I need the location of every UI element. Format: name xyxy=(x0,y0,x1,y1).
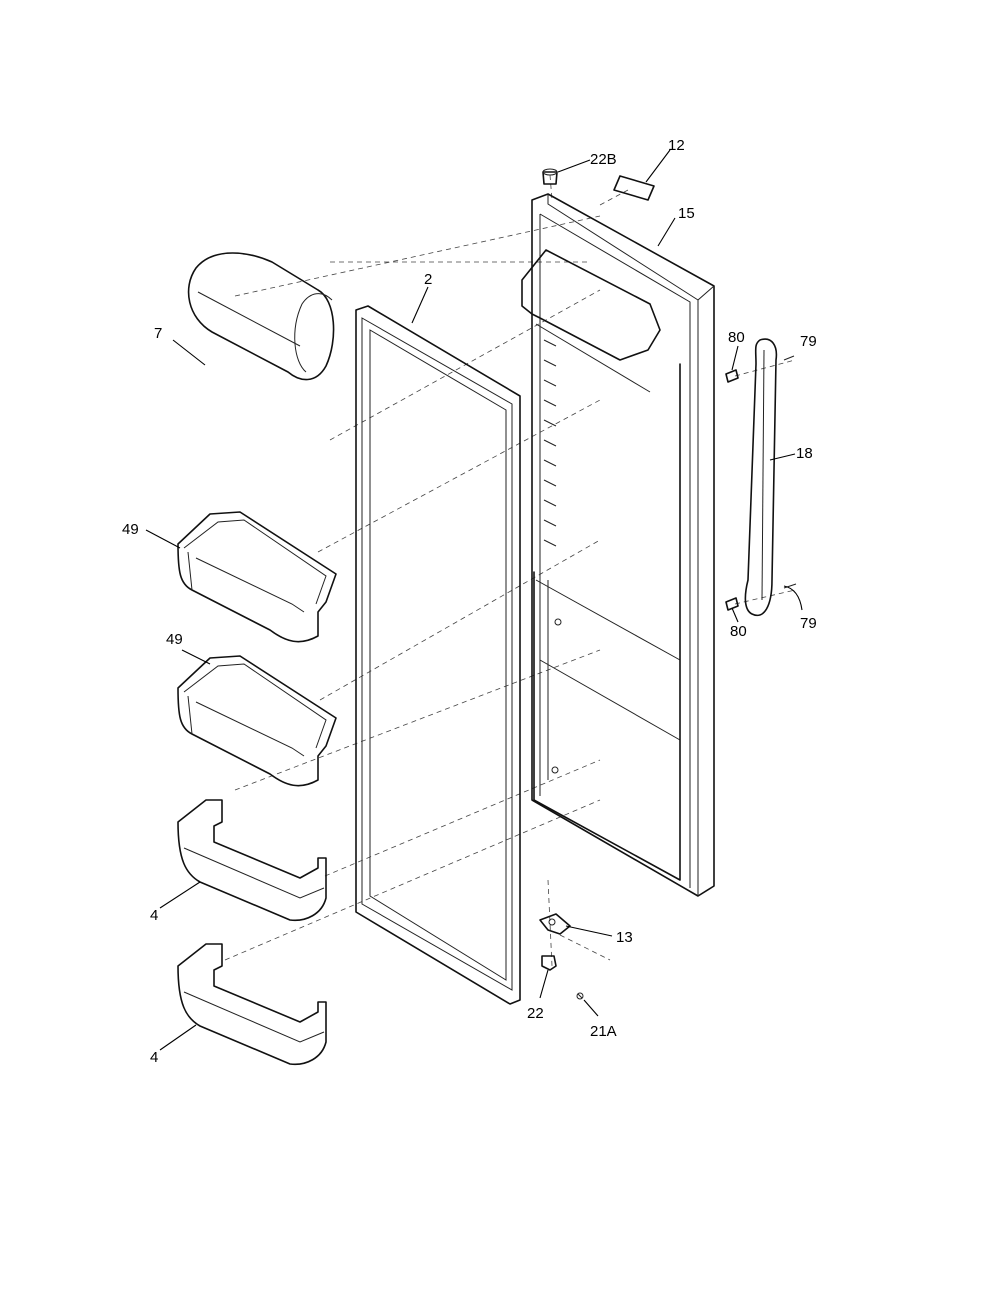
callout-79-upper: 79 xyxy=(800,333,817,350)
door-shelf-4-upper xyxy=(177,799,327,922)
callout-labels: 22B 12 15 2 7 80 79 18 49 80 79 49 4 13 … xyxy=(122,137,817,1066)
screw-21a xyxy=(576,992,584,1000)
hinge-bracket-13 xyxy=(539,913,571,935)
callout-80-upper: 80 xyxy=(728,329,745,346)
hinge-bushing-22b xyxy=(542,168,558,185)
callout-7: 7 xyxy=(154,325,162,342)
callout-4-lower: 4 xyxy=(150,1049,158,1066)
callout-18: 18 xyxy=(796,445,813,462)
hinge-bushing-22 xyxy=(541,955,557,971)
callout-22b: 22B xyxy=(590,151,617,168)
callout-4-upper: 4 xyxy=(150,907,158,924)
handle-fasteners xyxy=(725,355,797,611)
callout-2: 2 xyxy=(424,271,432,288)
callout-13: 13 xyxy=(616,929,633,946)
label-plate-12 xyxy=(613,175,655,201)
callout-21a: 21A xyxy=(590,1023,617,1040)
door-bin-49-lower xyxy=(177,655,337,787)
callout-49-upper: 49 xyxy=(122,521,139,538)
callout-15: 15 xyxy=(678,205,695,222)
leader-lines xyxy=(145,149,803,1051)
door-bin-49-upper xyxy=(177,511,337,643)
door-handle-18 xyxy=(744,338,778,617)
assembly-guide-lines xyxy=(224,174,796,967)
callout-12: 12 xyxy=(668,137,685,154)
callout-79-lower: 79 xyxy=(800,615,817,632)
door-shelf-4-lower xyxy=(177,943,327,1066)
door-gasket-2 xyxy=(355,305,521,1005)
callout-49-lower: 49 xyxy=(166,631,183,648)
callout-80-lower: 80 xyxy=(730,623,747,640)
callout-22: 22 xyxy=(527,1005,544,1022)
door-assembly-15 xyxy=(521,193,715,897)
dairy-bin-7 xyxy=(187,252,335,381)
